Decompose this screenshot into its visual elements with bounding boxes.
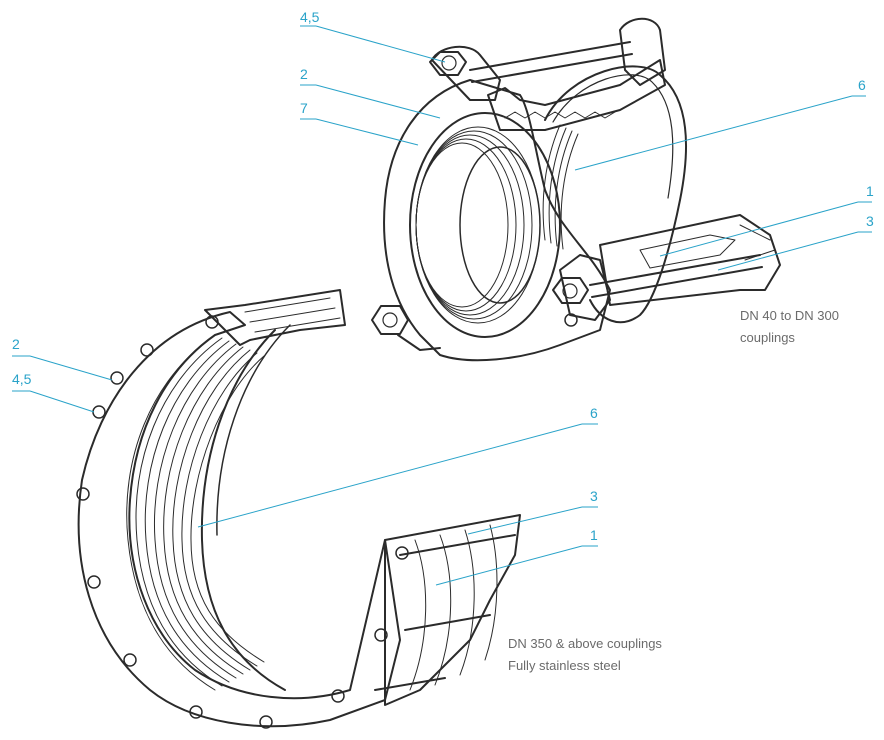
callout-flange-large: 2 [12, 336, 113, 381]
callout-bolt-small: 3 [717, 213, 874, 271]
callout-label: 1 [590, 527, 598, 543]
callout-label: 2 [300, 66, 308, 82]
callout-label: 4,5 [300, 9, 320, 25]
callout-label: 1 [866, 183, 874, 199]
callout-label: 3 [866, 213, 874, 229]
callout-bolt-nut-large: 4,5 [12, 371, 95, 413]
callout-flange-small: 2 [300, 66, 441, 119]
callout-bolt-nut-small: 4,5 [300, 9, 446, 63]
large-coupling-callouts: 2 4,5 6 3 1 [12, 336, 598, 586]
callout-gasket-small: 6 [574, 77, 866, 171]
callout-clamp-ring-small: 7 [300, 100, 419, 146]
small-coupling-caption-line2: couplings [740, 330, 795, 345]
large-coupling-drawing [76, 289, 521, 729]
callout-housing-large: 1 [435, 527, 598, 586]
callout-gasket-large: 6 [197, 405, 598, 528]
callout-label: 6 [858, 77, 866, 93]
small-coupling-callouts: 4,5 2 7 6 1 3 [300, 9, 874, 271]
callout-housing-small: 1 [659, 183, 874, 257]
callout-label: 4,5 [12, 371, 32, 387]
flange-bolts [76, 315, 409, 729]
large-coupling-caption-line1: DN 350 & above couplings [508, 636, 662, 651]
small-coupling-caption-line1: DN 40 to DN 300 [740, 308, 839, 323]
callout-label: 7 [300, 100, 308, 116]
callout-label: 2 [12, 336, 20, 352]
callout-label: 3 [590, 488, 598, 504]
large-coupling-caption-line2: Fully stainless steel [508, 658, 621, 673]
small-coupling-drawing [371, 17, 781, 362]
callout-label: 6 [590, 405, 598, 421]
callout-bolt-large: 3 [467, 488, 598, 535]
